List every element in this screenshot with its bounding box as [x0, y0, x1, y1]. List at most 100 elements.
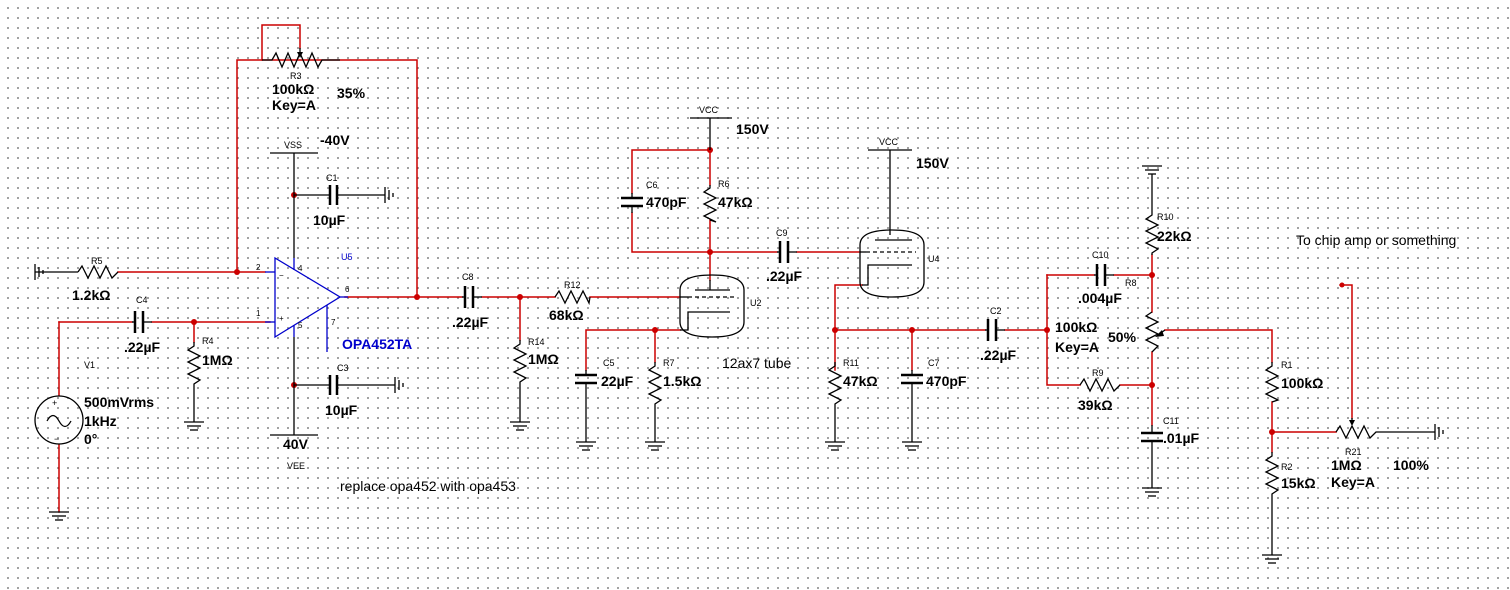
c3-ref: C3	[337, 363, 349, 373]
c7-value: 470pF	[926, 373, 967, 389]
r1-value: 100kΩ	[1281, 375, 1323, 391]
c6-ref: C6	[646, 180, 658, 190]
capacitor-c3: C3 10µF	[294, 363, 404, 418]
vss-ref: VSS	[284, 140, 302, 150]
r5-value: 1.2kΩ	[72, 287, 110, 303]
r11-value: 47kΩ	[843, 373, 878, 389]
c1-ref: C1	[326, 173, 338, 183]
tube-note: 12ax7 tube	[722, 355, 791, 371]
vcc1-value: 150V	[736, 121, 769, 137]
r10-ref: R10	[1157, 212, 1174, 222]
v1-ref: V1	[84, 360, 95, 370]
r8-key: Key=A	[1055, 339, 1099, 355]
r14-ref: R14	[528, 337, 545, 347]
c5-ref: C5	[603, 358, 615, 368]
ac-source-v1: + − V1 500mVrms 1kHz 0°	[34, 360, 154, 521]
v1-phase: 0°	[84, 431, 97, 447]
u5-pin7: 7	[331, 318, 336, 327]
resistor-r11: R11 47kΩ	[825, 358, 878, 451]
c9-value: .22µF	[766, 268, 803, 284]
c8-ref: C8	[462, 272, 474, 282]
r10-value: 22kΩ	[1157, 228, 1192, 244]
c8-value: .22µF	[452, 314, 489, 330]
u5-pin2: 2	[256, 263, 261, 272]
r12-ref: R12	[564, 280, 581, 290]
c6-value: 470pF	[646, 194, 687, 210]
vcc-rail-2: VCC 150V	[868, 137, 949, 235]
r1-ref: R1	[1281, 360, 1293, 370]
r3-setting: 35%	[337, 85, 366, 101]
junctions	[191, 147, 1345, 435]
c9-ref: C9	[776, 228, 788, 238]
vacuum-tube-u4: U4	[859, 229, 940, 298]
resistor-r10: R10 22kΩ	[1142, 165, 1192, 255]
resistor-r9: R9 39kΩ	[1078, 368, 1121, 413]
r6-ref: R6	[718, 179, 730, 189]
c5-value: 22µF	[601, 373, 634, 389]
capacitor-c4: C4 .22µF	[124, 295, 161, 355]
vee-value: 40V	[283, 436, 309, 452]
capacitor-c10: C10 .004µF	[1078, 250, 1122, 306]
capacitor-c7: C7 470pF	[901, 358, 967, 451]
svg-text:+: +	[279, 314, 284, 323]
u5-ref: U5	[341, 252, 353, 262]
capacitor-c9: C9 .22µF	[766, 228, 803, 284]
c3-value: 10µF	[325, 402, 358, 418]
r5-ref: R5	[91, 256, 103, 266]
r4-ref: R4	[202, 336, 214, 346]
opamp-u5: − + 4 2 1 5 6 7 U5 OPA452TA	[256, 252, 412, 352]
resistor-r2: R2 15kΩ	[1262, 452, 1316, 564]
c7-ref: C7	[928, 358, 940, 368]
svg-text:−: −	[54, 434, 59, 444]
vcc2-value: 150V	[916, 155, 949, 171]
r12-value: 68kΩ	[549, 307, 584, 323]
c1-value: 10µF	[313, 212, 346, 228]
output-note: To chip amp or something	[1296, 232, 1456, 248]
resistor-r4: R4 1MΩ	[184, 336, 233, 431]
capacitor-c8: C8 .22µF	[452, 272, 489, 330]
r7-ref: R7	[663, 358, 675, 368]
capacitor-c5: C5 22µF	[575, 358, 634, 451]
r21-ref: R21	[1345, 447, 1362, 457]
c2-value: .22µF	[980, 347, 1017, 363]
vcc2-ref: VCC	[879, 137, 899, 147]
r21-key: Key=A	[1331, 474, 1375, 490]
u5-pin5: 5	[298, 321, 303, 330]
replace-note: replace opa452 with opa453	[340, 478, 516, 494]
r3-ref: R3	[290, 71, 302, 81]
capacitor-c11: C11 .01µF	[1141, 416, 1200, 497]
r14-value: 1MΩ	[528, 351, 559, 367]
r8-ref: R8	[1125, 278, 1137, 288]
capacitor-c1: C1 10µF	[294, 173, 394, 228]
r8-setting: 50%	[1108, 329, 1137, 345]
r2-ref: R2	[1281, 462, 1293, 472]
c10-ref: C10	[1092, 250, 1109, 260]
resistor-r14: R14 1MΩ	[510, 337, 559, 431]
resistor-r12: R12 68kΩ	[549, 280, 591, 323]
v1-amplitude: 500mVrms	[84, 394, 154, 410]
v1-frequency: 1kHz	[84, 413, 117, 429]
c4-value: .22µF	[124, 339, 161, 355]
r8-value: 100kΩ	[1055, 319, 1097, 335]
r11-ref: R11	[843, 358, 859, 368]
r2-value: 15kΩ	[1281, 475, 1316, 491]
svg-text:+: +	[52, 398, 57, 408]
capacitor-c2: C2 .22µF	[980, 306, 1017, 363]
r21-value: 1MΩ	[1331, 457, 1362, 473]
c10-value: .004µF	[1078, 290, 1122, 306]
vacuum-tube-u2: U2	[679, 274, 762, 338]
svg-text:−: −	[279, 271, 284, 280]
opamp-supplies: VSS -40V 40V VEE	[270, 132, 350, 471]
u4-ref: U4	[928, 254, 940, 264]
potentiometer-r3: R3 100kΩ Key=A 35%	[262, 48, 366, 113]
u5-part: OPA452TA	[342, 336, 412, 352]
vss-value: -40V	[320, 132, 350, 148]
u5-pin4: 4	[298, 264, 303, 273]
capacitor-c6: C6 470pF	[621, 180, 687, 213]
vee-ref: VEE	[287, 461, 305, 471]
r9-value: 39kΩ	[1078, 397, 1113, 413]
r21-setting: 100%	[1393, 457, 1429, 473]
c4-ref: C4	[136, 295, 148, 305]
c11-ref: C11	[1163, 416, 1179, 426]
